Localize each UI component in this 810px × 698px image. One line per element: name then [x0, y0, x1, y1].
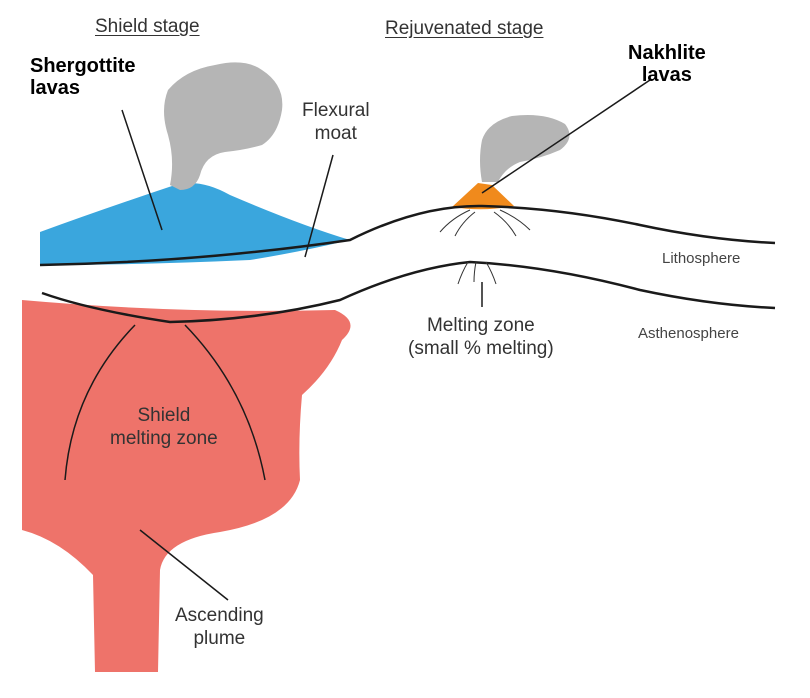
vent-heat-arc-4: [499, 209, 531, 231]
flexural-moat-line-1: Flexural: [302, 100, 370, 121]
shield-ash-cloud: [164, 62, 283, 190]
nakhlite-lavas-label: Nakhlite lavas: [628, 42, 706, 86]
ascending-plume-body: [22, 300, 351, 672]
ascending-plume-line-1: Ascending: [175, 605, 264, 626]
ascending-plume-label: Ascending plume: [175, 605, 264, 651]
melt-arc-2: [473, 261, 477, 283]
nakhlite-lava-cone: [452, 183, 514, 210]
shergottite-lavas-label: Shergottite lavas: [30, 55, 136, 99]
ascending-plume-line-2: plume: [193, 627, 246, 649]
melting-zone-line-1: Melting zone: [426, 315, 535, 336]
vent-heat-arc-1: [439, 209, 471, 233]
plume-leader-line: [139, 529, 229, 601]
shield-melting-zone-line-1: Shield: [137, 405, 191, 426]
shergottite-label-line-2: lavas: [30, 77, 81, 99]
flexural-moat-label: Flexural moat: [302, 100, 370, 146]
asthenosphere-label: Asthenosphere: [638, 325, 739, 342]
shergottite-label-line-1: Shergottite: [30, 55, 136, 77]
lithosphere-bottom-boundary: [41, 260, 776, 324]
melt-arc-1: [457, 261, 469, 285]
shield-stage-title: Shield stage: [95, 16, 200, 37]
shield-melting-zone-line-2: melting zone: [110, 427, 218, 449]
nakhlite-label-line-1: Nakhlite: [628, 42, 706, 64]
vent-heat-arc-2: [454, 211, 476, 237]
shield-melting-arc-right: [184, 324, 266, 481]
flexural-moat-line-2: moat: [314, 122, 357, 144]
shergottite-lava-flow: [40, 182, 350, 265]
nakhlite-label-line-2: lavas: [641, 64, 692, 86]
shield-melting-zone-label: Shield melting zone: [110, 405, 218, 451]
lithosphere-label: Lithosphere: [662, 250, 741, 267]
melting-zone-line-2: (small % melting): [408, 337, 554, 359]
rejuvenated-stage-title: Rejuvenated stage: [385, 18, 544, 39]
melting-zone-label: Melting zone (small % melting): [408, 315, 554, 361]
melt-arc-3: [485, 261, 497, 285]
vent-heat-arc-3: [493, 211, 517, 237]
rejuvenated-ash-cloud: [480, 115, 570, 182]
lithosphere-top-boundary: [39, 204, 776, 267]
nakhlite-leader-line: [481, 79, 651, 194]
shergottite-leader-line: [121, 109, 163, 231]
shield-melting-arc-left: [64, 324, 136, 481]
flexural-moat-leader-line: [304, 154, 334, 258]
